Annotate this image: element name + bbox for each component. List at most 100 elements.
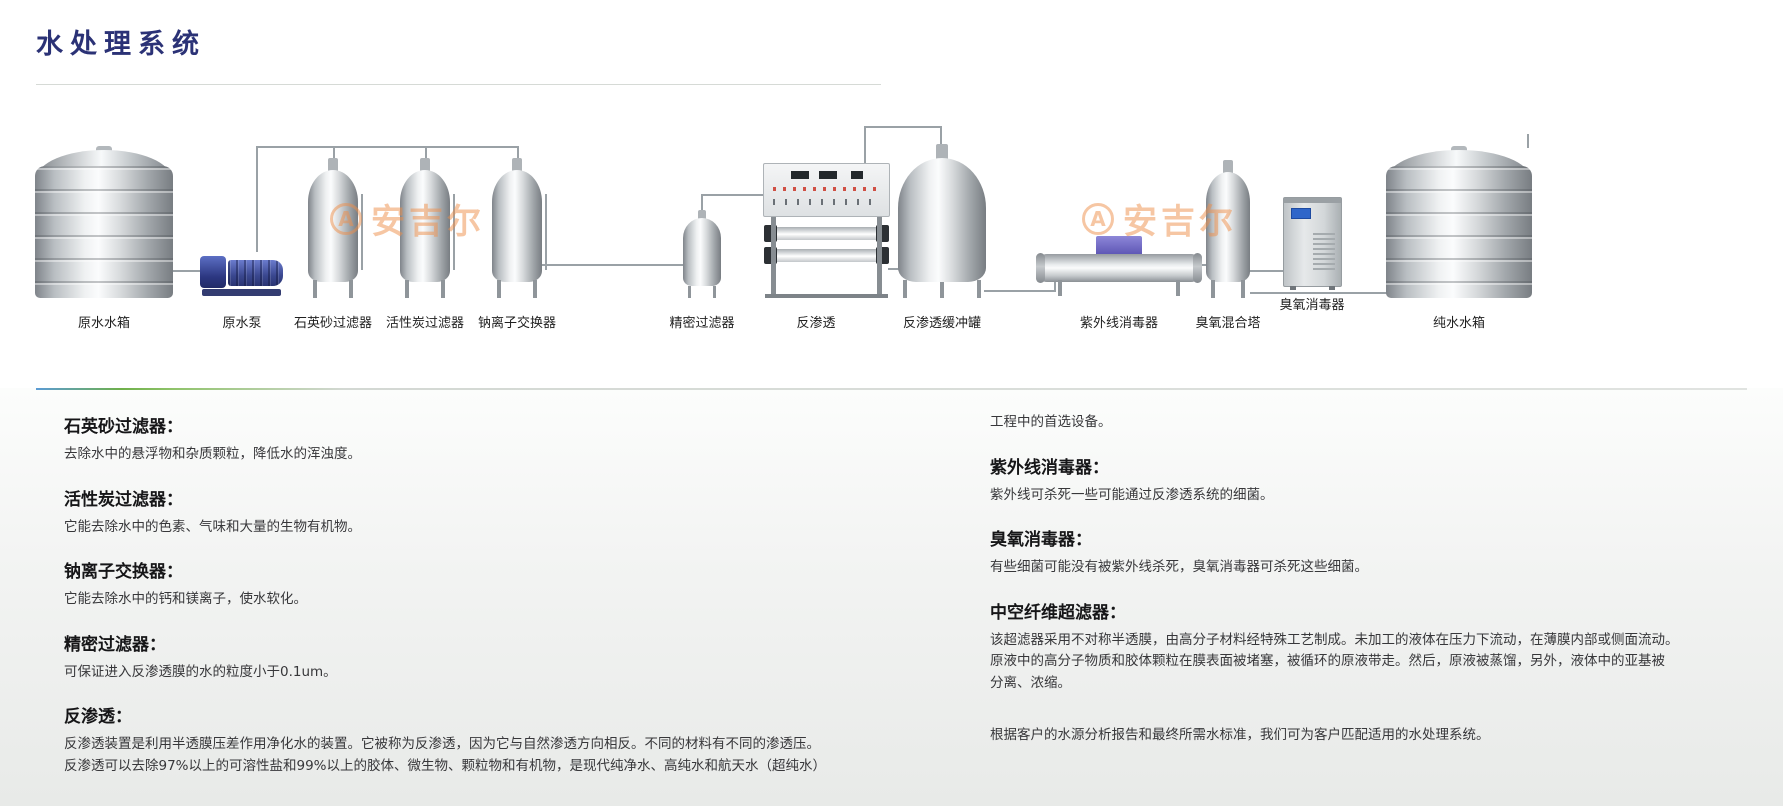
vessel-body: [1206, 172, 1250, 282]
pipe: [333, 146, 335, 160]
pipe: [984, 290, 1056, 292]
vessel-leg: [1211, 280, 1215, 298]
label-reverse-osmosis: 反渗透: [796, 316, 836, 331]
pipe: [864, 126, 942, 128]
description-block: 活性炭过滤器： 它能去除水中的色素、气味和大量的生物有机物。: [64, 485, 914, 539]
ozone-generator-cabinet: [1283, 197, 1342, 290]
pipe: [542, 264, 688, 266]
brand-watermark: A 安吉尔: [330, 194, 485, 243]
pipe: [517, 146, 519, 160]
vessel-side-pipe: [361, 194, 363, 270]
activated-carbon-filter: [400, 158, 455, 298]
descriptions-right-column: 工程中的首选设备。 紫外线消毒器： 紫外线可杀死一些可能通过反渗透系统的细菌。 …: [990, 412, 1730, 765]
vessel-leg: [903, 280, 907, 298]
brand-logo-icon: A: [1082, 202, 1114, 235]
description-title: 石英砂过滤器：: [64, 417, 183, 437]
vessel-body: [898, 158, 986, 282]
pipe: [864, 126, 866, 166]
label-precision-filter: 精密过滤器: [669, 316, 735, 331]
pipe: [426, 146, 518, 148]
description-body: 有些细菌可能没有被紫外线杀死，臭氧消毒器可杀死这些细菌。: [990, 559, 1368, 576]
vessel-side-pipe: [453, 194, 455, 270]
pipe: [940, 126, 942, 148]
label-raw-water-tank: 原水水箱: [77, 316, 131, 331]
label-ozone-mixing-tower: 臭氧混合塔: [1195, 316, 1261, 331]
description-body: 紫外线可杀死一些可能通过反渗透系统的细菌。: [990, 486, 1274, 503]
vessel-body: [683, 218, 721, 286]
pure-water-tank: [1386, 146, 1532, 298]
description-block: 石英砂过滤器： 去除水中的悬浮物和杂质颗粒，降低水的浑浊度。: [64, 412, 914, 466]
description-body: 它能去除水中的色素、气味和大量的生物有机物。: [64, 518, 361, 535]
label-uv-sterilizer: 紫外线消毒器: [1079, 316, 1159, 331]
description-block: 精密过滤器： 可保证进入反渗透膜的水的粒度小于0.1um。: [64, 630, 914, 684]
description-body: 工程中的首选设备。: [990, 414, 1112, 430]
raw-water-tank: [35, 146, 173, 298]
description-block: 根据客户的水源分析报告和最终所需水标准，我们可为客户匹配适用的水处理系统。: [990, 725, 1730, 747]
panel-meter: [819, 171, 837, 179]
vessel-cap: [698, 210, 706, 220]
vessel-cap: [512, 158, 522, 174]
page-title: 水处理系统: [36, 29, 206, 60]
membrane-tube: [764, 225, 889, 242]
pipe: [334, 146, 426, 148]
tank-body: [35, 166, 173, 298]
vessel-leg: [688, 286, 691, 298]
vessel-body: [400, 170, 450, 282]
pipe: [425, 146, 427, 160]
vessel-leg: [1241, 280, 1245, 298]
tank-body: [1386, 166, 1532, 298]
vessel-cap: [328, 158, 338, 174]
title-divider: [36, 84, 881, 85]
description-block: 工程中的首选设备。: [990, 412, 1730, 434]
vessel-side-pipe: [545, 194, 547, 270]
brand-logo-icon: A: [330, 202, 362, 235]
membrane-tube: [764, 247, 889, 264]
panel-switches: [773, 199, 880, 205]
description-body: 根据客户的水源分析报告和最终所需水标准，我们可为客户匹配适用的水处理系统。: [990, 726, 1490, 743]
description-block: 钠离子交换器： 它能去除水中的钙和镁离子，使水软化。: [64, 557, 914, 611]
label-raw-water-pump: 原水泵: [222, 316, 262, 331]
vessel-leg: [441, 280, 445, 298]
indicator-lights: [773, 187, 880, 191]
vessel-leg: [977, 280, 981, 298]
brand-watermark-text: 安吉尔: [1123, 202, 1237, 242]
description-block: 紫外线消毒器： 紫外线可杀死一些可能通过反渗透系统的细菌。: [990, 453, 1730, 507]
description-body: 它能去除水中的钙和镁离子，使水软化。: [64, 591, 307, 608]
label-pure-water-tank: 纯水水箱: [1432, 316, 1486, 331]
pipe: [1198, 264, 1212, 266]
frame-leg: [771, 217, 776, 298]
vessel-cap: [936, 144, 948, 160]
description-title: 精密过滤器：: [64, 634, 166, 655]
description-title: 反渗透：: [64, 707, 132, 728]
brand-watermark-text: 安吉尔: [371, 202, 485, 242]
pipe: [701, 194, 765, 196]
raw-water-pump: [200, 250, 285, 296]
pipe: [888, 268, 904, 270]
description-title: 活性炭过滤器：: [64, 489, 183, 510]
pipe: [256, 146, 334, 148]
uv-leg: [1176, 280, 1180, 296]
cabinet-screen: [1291, 208, 1311, 219]
description-block: 反渗透： 反渗透装置是利用半透膜压差作用净化水的装置。它被称为反渗透，因为它与自…: [64, 702, 914, 777]
description-title: 紫外线消毒器：: [990, 457, 1109, 478]
label-quartz-sand-filter: 石英砂过滤器: [293, 316, 373, 331]
section-divider: [36, 388, 1747, 390]
label-sodium-ion-exchanger: 钠离子交换器: [477, 316, 557, 331]
panel-meter: [851, 171, 863, 179]
ro-buffer-tank: [898, 144, 986, 298]
pipe: [1250, 270, 1284, 272]
description-body: 反渗透装置是利用半透膜压差作用净化水的装置。它被称为反渗透，因为它与自然渗透方向…: [64, 736, 827, 774]
pipe: [1527, 134, 1529, 148]
vessel-cap: [420, 158, 430, 174]
reverse-osmosis-unit: [763, 163, 890, 298]
descriptions-section: 石英砂过滤器： 去除水中的悬浮物和杂质颗粒，降低水的浑浊度。 活性炭过滤器： 它…: [0, 388, 1783, 806]
vessel-leg: [349, 280, 353, 298]
pipe: [256, 146, 258, 252]
pipe: [1250, 292, 1388, 294]
description-body: 该超滤器采用不对称半透膜，由高分子材料经特殊工艺制成。未加工的液体在压力下流动，…: [990, 631, 1679, 691]
label-ro-buffer-tank: 反渗透缓冲罐: [902, 316, 982, 331]
label-activated-carbon-filter: 活性炭过滤器: [385, 316, 465, 331]
uv-control-box: [1096, 236, 1142, 256]
uv-chamber: [1036, 253, 1202, 283]
